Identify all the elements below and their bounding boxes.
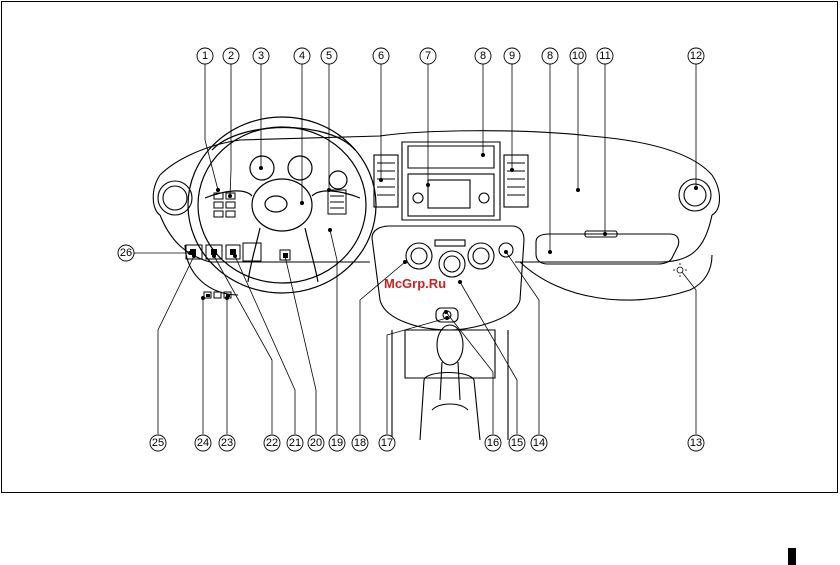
callout-4: 4 — [293, 47, 311, 65]
callout-8b: 8 — [541, 47, 559, 65]
callout-label: 15 — [511, 437, 523, 449]
callout-23: 23 — [218, 434, 236, 452]
callout-label: 2 — [228, 50, 234, 62]
callout-label: 13 — [690, 437, 702, 449]
callout-26: 26 — [117, 244, 135, 262]
page-edge-marker — [788, 548, 796, 565]
callout-9: 9 — [503, 47, 521, 65]
callout-21: 21 — [286, 434, 304, 452]
sensor-icon — [673, 263, 687, 277]
callout-14: 14 — [530, 434, 548, 452]
diagram-frame — [1, 1, 838, 493]
callout-6: 6 — [372, 47, 390, 65]
switch-dots — [190, 249, 288, 297]
callout-label: 4 — [299, 50, 305, 62]
callout-10: 10 — [569, 47, 587, 65]
callout-12: 12 — [687, 47, 705, 65]
callout-label: 6 — [378, 50, 384, 62]
callouts: 1 2 3 4 5 6 7 8 9 8 10 11 12 13 14 15 16… — [117, 47, 705, 452]
callout-1: 1 — [196, 47, 214, 65]
callout-label: 16 — [487, 437, 499, 449]
steering-wheel — [187, 116, 377, 294]
callout-7: 7 — [419, 47, 437, 65]
callout-label: 24 — [197, 437, 209, 449]
callout-label: 25 — [152, 437, 164, 449]
callout-label: 5 — [326, 50, 332, 62]
left-switches — [185, 192, 291, 299]
center-console — [371, 141, 529, 441]
callout-label: 12 — [690, 50, 702, 62]
callout-label: 3 — [258, 50, 264, 62]
callout-25: 25 — [149, 434, 167, 452]
side-air-vents — [157, 178, 712, 216]
dashboard-outline — [152, 130, 721, 301]
callout-label: 19 — [331, 437, 343, 449]
callout-24: 24 — [194, 434, 212, 452]
leader-end-dots — [188, 153, 698, 320]
callout-label: 22 — [266, 437, 278, 449]
callout-label: 8 — [547, 50, 553, 62]
leader-lines — [134, 64, 697, 434]
callout-19: 19 — [328, 434, 346, 452]
glove-box — [535, 230, 680, 265]
callout-11: 11 — [596, 47, 614, 65]
callout-2: 2 — [222, 47, 240, 65]
callout-17: 17 — [378, 434, 396, 452]
callout-label: 10 — [572, 50, 584, 62]
callout-label: 20 — [310, 437, 322, 449]
callout-22: 22 — [263, 434, 281, 452]
callout-8a: 8 — [474, 47, 492, 65]
callout-label: 14 — [533, 437, 545, 449]
callout-label: 26 — [120, 247, 132, 259]
callout-20: 20 — [307, 434, 325, 452]
callout-label: 18 — [354, 437, 366, 449]
callout-18: 18 — [351, 434, 369, 452]
callout-16: 16 — [484, 434, 502, 452]
callout-15: 15 — [508, 434, 526, 452]
watermark-text: McGrp.Ru — [384, 276, 446, 291]
callout-13: 13 — [687, 434, 705, 452]
callout-label: 11 — [599, 50, 610, 62]
callout-label: 17 — [381, 437, 393, 449]
callout-label: 23 — [221, 437, 233, 449]
callout-label: 7 — [425, 50, 431, 62]
callout-label: 21 — [289, 437, 301, 449]
wheel-right-controls — [327, 189, 347, 215]
callout-label: 8 — [480, 50, 486, 62]
callout-label: 1 — [202, 50, 208, 62]
callout-label: 9 — [509, 50, 515, 62]
callout-5: 5 — [320, 47, 338, 65]
callout-3: 3 — [252, 47, 270, 65]
